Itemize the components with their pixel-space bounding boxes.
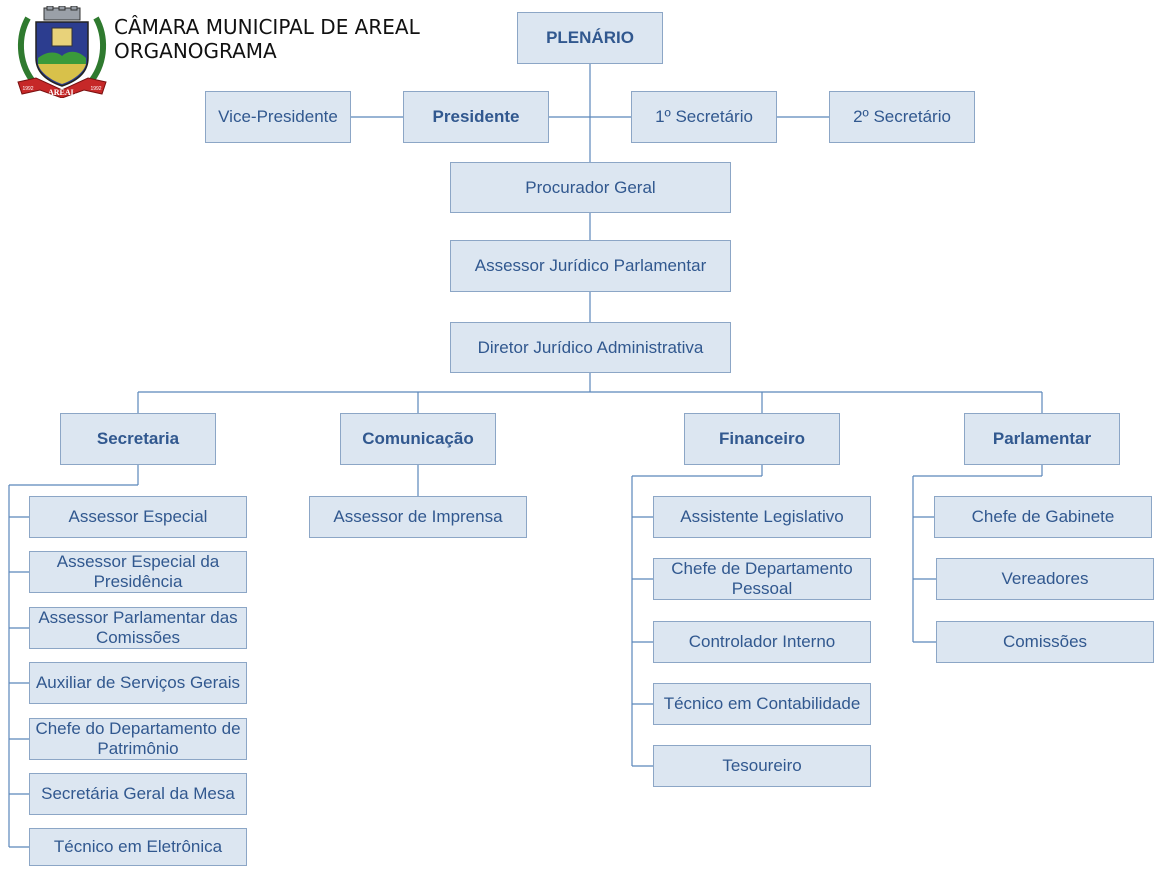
node-1-secretario: 1º Secretário — [631, 91, 777, 143]
node-comissoes: Comissões — [936, 621, 1154, 663]
node-vereadores: Vereadores — [936, 558, 1154, 600]
node-comunicacao: Comunicação — [340, 413, 496, 465]
node-vice-presidente: Vice-Presidente — [205, 91, 351, 143]
node-plenario: PLENÁRIO — [517, 12, 663, 64]
svg-text:1992: 1992 — [22, 86, 33, 92]
node-controlador-interno: Controlador Interno — [653, 621, 871, 663]
node-diretor-juridico: Diretor Jurídico Administrativa — [450, 322, 731, 373]
node-assistente-legislativo: Assistente Legislativo — [653, 496, 871, 538]
node-secretaria-geral-mesa: Secretária Geral da Mesa — [29, 773, 247, 815]
node-parlamentar: Parlamentar — [964, 413, 1120, 465]
node-auxiliar-servicos-gerais: Auxiliar de Serviços Gerais — [29, 662, 247, 704]
node-assessor-juridico: Assessor Jurídico Parlamentar — [450, 240, 731, 292]
node-secretaria: Secretaria — [60, 413, 216, 465]
header-subtitle: ORGANOGRAMA — [114, 39, 277, 63]
node-tecnico-contabilidade: Técnico em Contabilidade — [653, 683, 871, 725]
node-presidente: Presidente — [403, 91, 549, 143]
coat-of-arms-logo: AREAL 1992 1992 — [17, 6, 107, 98]
page-header: CÂMARA MUNICIPAL DE AREAL ORGANOGRAMA — [114, 15, 420, 63]
node-chefe-departamento-patrimonio: Chefe do Departamento de Patrimônio — [29, 718, 247, 760]
node-chefe-gabinete: Chefe de Gabinete — [934, 496, 1152, 538]
node-assessor-imprensa: Assessor de Imprensa — [309, 496, 527, 538]
node-chefe-departamento-pessoal: Chefe de Departamento Pessoal — [653, 558, 871, 600]
node-assessor-parlamentar-comissoes: Assessor Parlamentar das Comissões — [29, 607, 247, 649]
node-tecnico-eletronica: Técnico em Eletrônica — [29, 828, 247, 866]
node-assessor-especial-presidencia: Assessor Especial da Presidência — [29, 551, 247, 593]
node-financeiro: Financeiro — [684, 413, 840, 465]
node-assessor-especial: Assessor Especial — [29, 496, 247, 538]
header-title: CÂMARA MUNICIPAL DE AREAL — [114, 15, 420, 39]
node-2-secretario: 2º Secretário — [829, 91, 975, 143]
node-procurador-geral: Procurador Geral — [450, 162, 731, 213]
svg-text:1992: 1992 — [90, 86, 101, 92]
node-tesoureiro: Tesoureiro — [653, 745, 871, 787]
svg-text:AREAL: AREAL — [48, 88, 76, 97]
